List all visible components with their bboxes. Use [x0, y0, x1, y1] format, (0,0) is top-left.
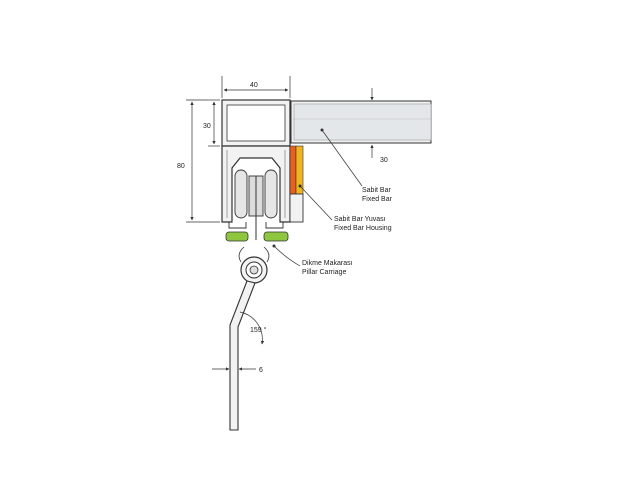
spring-coil [238, 246, 270, 284]
dim-wire-6: 6 [212, 367, 263, 374]
leader-pillar-carriage: Dikme Makarası Pillar Carriage [272, 244, 353, 276]
dim-label-30-left: 30 [203, 123, 211, 130]
dim-bar-30: 30 [370, 88, 388, 164]
dim-label-80: 80 [177, 163, 185, 170]
angle-159: 159 ° [239, 311, 267, 345]
carriage-pads [225, 231, 289, 242]
dim-width-40: 40 [221, 76, 291, 98]
top-profile [221, 99, 291, 147]
leader-fixed-bar: Sabit Bar Fixed Bar [320, 128, 393, 203]
dim-label-40: 40 [250, 82, 258, 89]
label-housing-en: Fixed Bar Housing [334, 225, 392, 232]
dim-height-80: 80 [177, 99, 220, 223]
pillar-wire [229, 280, 256, 431]
leader-fixed-bar-housing: Sabit Bar Yuvası Fixed Bar Housing [298, 184, 392, 232]
label-housing-tr: Sabit Bar Yuvası [334, 216, 386, 223]
label-carriage-tr: Dikme Makarası [302, 260, 353, 267]
fixed-bar [290, 100, 432, 144]
label-fixed-bar-tr: Sabit Bar [362, 187, 391, 194]
dim-height-30: 30 [203, 99, 220, 147]
dim-label-6: 6 [259, 367, 263, 374]
angle-label-159: 159 ° [250, 326, 267, 334]
lower-profile [221, 145, 291, 240]
fixed-bar-housing [289, 145, 304, 223]
label-carriage-en: Pillar Carriage [302, 269, 346, 276]
dim-label-30-right: 30 [380, 157, 388, 164]
label-fixed-bar-en: Fixed Bar [362, 196, 393, 203]
